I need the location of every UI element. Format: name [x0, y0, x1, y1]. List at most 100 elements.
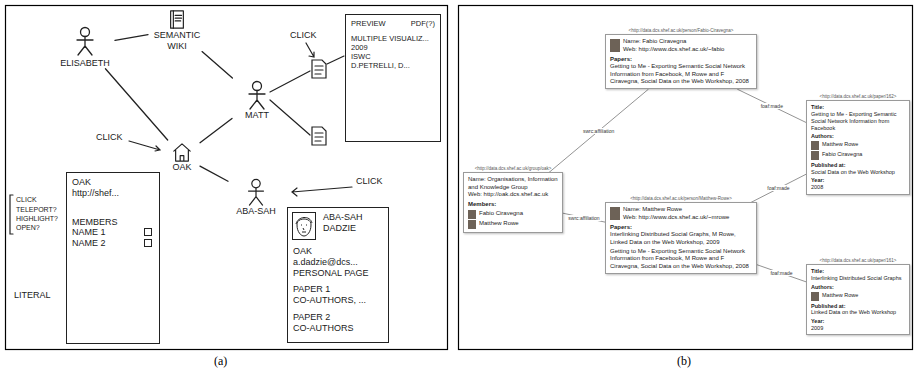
- sketch-link: [327, 56, 344, 64]
- card-body: Title:Getting to Me - Exporting Semantic…: [806, 100, 910, 194]
- person-icon: [244, 178, 268, 206]
- sketch-note: PAPER 2: [293, 312, 383, 323]
- property-link: [751, 174, 806, 202]
- property-text: Name: Organisations, Information and Kno…: [468, 176, 558, 191]
- sketch-note: D.PETRELLI, D...: [351, 61, 435, 70]
- sketch-link: [115, 35, 148, 41]
- sketch-box: OAKhttp://shef... MEMBERSNAME 1NAME 2: [66, 172, 160, 344]
- sketch-entity: ELISABETH: [55, 22, 115, 69]
- property-text: Fabio Ciravegna: [811, 151, 905, 160]
- sketch-annotation: OPEN?: [16, 224, 40, 231]
- property-text: Matthew Rowe: [468, 220, 558, 229]
- document-icon: [312, 127, 326, 145]
- property-text: Getting to Me - Exporting Semantic Socia…: [610, 248, 752, 270]
- property-text: Fabio Ciravegna: [468, 210, 558, 219]
- property-link: [563, 213, 605, 222]
- sketch-note: PAPER 1: [293, 284, 383, 295]
- click-arrow: [306, 43, 314, 57]
- sketch-annotation: TELEPORT?: [16, 206, 57, 213]
- card-body: Name: Fabio CiravegnaWeb: http://www.dcs…: [605, 34, 757, 89]
- edge-label: foaf:made: [766, 185, 790, 191]
- sketch-entity: SEMANTIC WIKI: [148, 8, 206, 52]
- resource-card: <http://data.dcs.shef.ac.uk/group/oak> Na…: [463, 166, 563, 233]
- card-body: Title:Interlinking Distributed Social Gr…: [806, 264, 910, 335]
- sketch-box: PREVIEWPDF(?)MULTIPLE VISUALIZ...2009ISW…: [345, 14, 441, 142]
- property-text: Interlinking Distributed Social Graphs, …: [610, 231, 752, 246]
- sketch-link: [105, 69, 167, 140]
- resource-card: <http://data.dcs.shef.ac.uk/person/Fabio…: [605, 28, 757, 89]
- sketch-link: [200, 118, 232, 142]
- resource-card: <http://data.dcs.shef.ac.uk/person/Matth…: [605, 196, 757, 274]
- sketch-note: PERSONAL PAGE: [293, 268, 383, 279]
- entity-label: MATT: [232, 110, 282, 121]
- sketch-entity: OAK: [164, 140, 200, 173]
- property-text: Matthew Rowe: [811, 141, 905, 150]
- sketch-note: NAME 2: [72, 238, 154, 249]
- card-body: Name: Matthew RoweWeb: http://www.dcs.sh…: [605, 202, 757, 274]
- property-text: Authors:: [811, 133, 905, 140]
- panel-caption: (b): [677, 354, 691, 369]
- property-text: Name: Fabio Ciravegna: [610, 38, 752, 45]
- sketch-link: [200, 166, 228, 181]
- icon-holder: [148, 8, 206, 30]
- sketch-note: NAME 1: [72, 227, 154, 238]
- property-text: Getting to Me - Exporting Semantic Socia…: [610, 63, 752, 85]
- bracket: [10, 195, 13, 234]
- sketch-note: MEMBERS: [72, 217, 154, 228]
- sketch-annotation: CLICK: [290, 30, 317, 40]
- property-text: Social Data on the Web Workshop: [811, 169, 905, 176]
- property-text: 2009: [811, 325, 905, 332]
- resource-card: <http://data.dcs.shef.ac.uk/paper/162>Ti…: [806, 94, 910, 195]
- property-text: Matthew Rowe: [811, 292, 905, 301]
- property-text: Getting to Me - Exporting Semantic Socia…: [811, 111, 905, 131]
- sketch-annotation: CLICK: [16, 196, 37, 203]
- property-link: [549, 89, 648, 172]
- property-text: Authors:: [811, 284, 905, 291]
- property-text: Name: Matthew Rowe: [610, 206, 752, 213]
- panel-frame: [459, 6, 913, 350]
- resource-card: <http://data.dcs.shef.ac.uk/paper/161>Ti…: [806, 258, 910, 335]
- property-text: Interlinking Distributed Social Graphs: [811, 275, 905, 282]
- sketch-entity: MATT: [232, 78, 282, 121]
- property-text: Year:: [811, 177, 905, 184]
- sketch-note: ABA-SAH DADZIE: [293, 212, 383, 240]
- property-text: Papers:: [610, 56, 752, 63]
- sketch-link: [202, 52, 232, 78]
- sketch-annotation: LITERAL: [14, 290, 51, 300]
- property-text: Title:: [811, 104, 905, 111]
- edge-label: swrc:affiliation: [582, 128, 615, 134]
- wiki-icon: [167, 10, 187, 30]
- property-text: Year:: [811, 318, 905, 325]
- sketch-note: OAK: [72, 177, 154, 188]
- face-sketch: [292, 212, 316, 240]
- sketch-note: CO-AUTHORS: [293, 323, 383, 334]
- property-text: Web: http://www.dcs.shef.ac.uk/~fabio: [610, 46, 752, 53]
- icon-holder: [164, 140, 200, 162]
- property-link: [757, 265, 806, 282]
- sketch-box: ABA-SAH DADZIEOAKa.dadzie@dcs...PERSONAL…: [287, 207, 389, 343]
- entity-label: OAK: [164, 162, 200, 173]
- icon-holder: [232, 78, 282, 110]
- edge-label: foaf:made: [760, 103, 784, 109]
- entity-label: ELISABETH: [55, 58, 115, 69]
- property-text: Linked Data on the Web Workshop: [811, 309, 905, 316]
- property-text: Papers:: [610, 224, 752, 231]
- resource-uri: <http://data.dcs.shef.ac.uk/paper/161>: [806, 258, 910, 263]
- resource-uri: <http://data.dcs.shef.ac.uk/paper/162>: [806, 94, 910, 99]
- property-text: Published at:: [811, 303, 905, 310]
- icon-holder: [55, 22, 115, 58]
- property-text: Title:: [811, 268, 905, 275]
- sketch-link: [270, 71, 310, 92]
- house-icon: [170, 142, 194, 162]
- sketch-note: http://shef...: [72, 188, 154, 199]
- click-arrow: [129, 141, 160, 151]
- sketch-annotation: HIGHLIGHT?: [16, 215, 58, 222]
- resource-uri: <http://data.dcs.shef.ac.uk/person/Matth…: [605, 196, 757, 201]
- click-arrow: [292, 187, 352, 196]
- sketch-annotation: CLICK: [356, 176, 383, 186]
- property-text: 2008: [811, 184, 905, 191]
- resource-uri: <http://data.dcs.shef.ac.uk/group/oak>: [463, 166, 563, 171]
- sketch-note: 2009: [351, 43, 435, 52]
- sketch-entity: ABA-SAH: [228, 176, 284, 217]
- person-icon: [245, 80, 269, 110]
